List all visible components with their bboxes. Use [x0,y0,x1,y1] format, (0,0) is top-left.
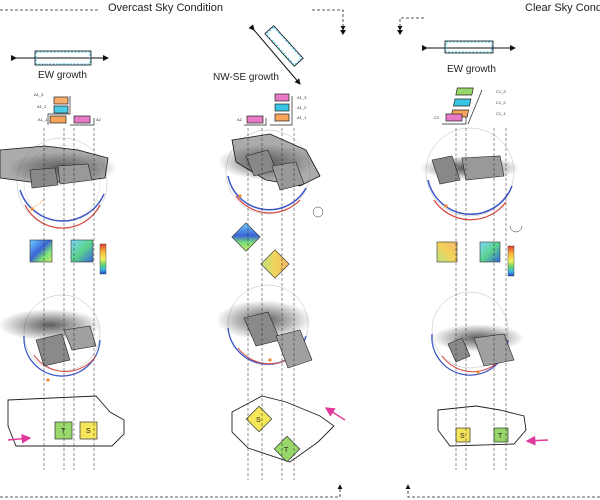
growth-label-1: EW growth [38,70,87,81]
shadow-study-top-3 [420,127,523,233]
stack-label-3d: C1_1 [496,111,506,116]
shadow-study-top-2 [218,129,324,218]
guide-lines-1 [43,128,95,470]
stack-label-2a: A2 [237,117,243,122]
stack-label-2d: A1_1 [297,115,307,120]
column-2: NW-SE growth A2 A1_3 A1_2 A1_1 [213,24,346,480]
stack-label-3b: C1_3 [496,89,506,94]
shadow-study-bottom-3 [431,291,524,376]
growth-label-3: EW growth [447,64,496,75]
plan-box-label-3a: S [460,433,465,440]
guide-lines-3 [455,128,507,470]
plan-box-label-1b: S [86,428,91,435]
ew-growth-glyph-3 [422,40,516,54]
shadow-study-top-1 [0,137,117,229]
stack-label-1b: A1_2 [37,104,47,109]
stack-label-1c: A1_1 [38,117,48,122]
plan-box-label-2b: T [284,447,289,454]
site-plan-3 [437,405,549,447]
clear-header: Clear Sky Cond [525,2,600,14]
flow-lines [0,9,600,498]
plan-box-label-2a: S [256,417,261,424]
column-1: EW growth A1_3 A1_2 A1_1 A2 [0,50,125,470]
column-3: EW growth C2 C1_3 C1_2 C1_1 [420,40,549,470]
growth-label-2: NW-SE growth [213,72,279,83]
stack-diagram-2 [244,93,293,126]
site-plan-2 [231,395,346,463]
heatmap-pair-3 [436,241,515,277]
stack-label-3c: C1_2 [496,100,506,105]
stack-diagram-3 [442,87,483,125]
stack-label-3a: C2 [434,115,440,120]
plan-box-label-3b: T [498,433,503,440]
ew-growth-glyph-1 [11,50,109,66]
nwse-growth-glyph [248,24,304,85]
stack-label-1a: A1_3 [34,92,44,97]
stack-label-1d: A2 [96,117,102,122]
shadow-study-bottom-1 [0,294,102,382]
shadow-study-bottom-2 [216,284,313,369]
heatmap-pair-2 [231,222,290,279]
guide-lines-2 [247,128,295,480]
flow-arrow-marks [340,30,403,35]
stack-label-2c: A1_2 [297,105,307,110]
stack-diagram-1 [47,96,95,126]
site-plan-1 [7,395,125,447]
plan-box-label-1a: T [61,428,66,435]
heatmap-pair-1 [29,239,107,275]
overcast-header: Overcast Sky Condition [108,2,223,14]
stack-label-2b: A1_3 [297,95,307,100]
